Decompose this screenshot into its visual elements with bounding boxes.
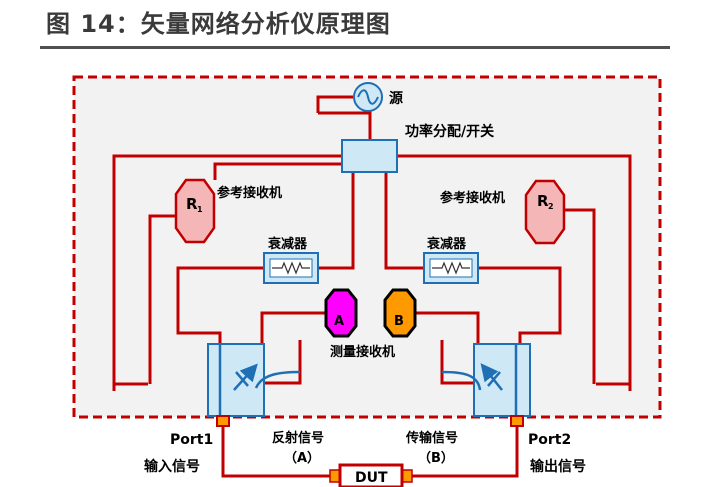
reference-receiver-r1-icon bbox=[174, 178, 216, 244]
reference-receiver-r1: R 1 参考接收机 bbox=[174, 178, 282, 244]
dut-block bbox=[338, 463, 404, 487]
reference-receiver-left-label: 参考接收机 bbox=[217, 185, 282, 201]
signal-wiring bbox=[112, 95, 632, 478]
resistor-icon bbox=[272, 261, 310, 275]
title-rule bbox=[40, 46, 670, 49]
source: 源 bbox=[353, 82, 403, 112]
coupler-port1 bbox=[207, 343, 301, 417]
input-signal-label: 输入信号 bbox=[144, 458, 200, 475]
dut: DUT bbox=[329, 463, 413, 487]
resistor-icon bbox=[432, 261, 470, 275]
r2-label: R bbox=[537, 192, 549, 210]
measurement-receiver-label: 测量接收机 bbox=[330, 344, 395, 360]
power-splitter-label: 功率分配/开关 bbox=[405, 123, 494, 140]
port2-label: Port2 bbox=[528, 432, 571, 448]
port1-label: Port1 bbox=[170, 432, 213, 448]
measurement-receiver-a-icon bbox=[324, 288, 358, 338]
port1-connector bbox=[216, 415, 230, 427]
coupler-port2-block bbox=[473, 343, 531, 417]
coupler-port1-block bbox=[207, 343, 265, 417]
source-label: 源 bbox=[389, 90, 403, 107]
port2-connector bbox=[510, 415, 524, 427]
figure-title: 图 14：矢量网络分析仪原理图 bbox=[46, 10, 391, 38]
dut-label: DUT bbox=[355, 470, 388, 486]
attenuator-left: 衰减器 bbox=[263, 236, 319, 284]
measurement-receiver-a: A bbox=[324, 288, 358, 338]
receiver-b-label: B bbox=[394, 314, 404, 329]
r2-subscript: 2 bbox=[548, 202, 554, 211]
sine-wave-icon bbox=[357, 89, 379, 105]
reference-receiver-r2-icon bbox=[524, 179, 566, 245]
reference-receiver-r2: R 2 参考接收机 bbox=[440, 179, 566, 245]
instrument-panel bbox=[72, 75, 662, 419]
attenuator-right: 衰减器 bbox=[423, 236, 479, 284]
receiver-a-label: A bbox=[334, 314, 344, 329]
transmitted-signal-label: 传输信号 bbox=[405, 430, 458, 446]
coupler-port2 bbox=[441, 343, 531, 417]
r1-label: R bbox=[186, 195, 198, 213]
reflected-signal-label: 反射信号 bbox=[272, 430, 324, 446]
r1-subscript: 1 bbox=[197, 205, 203, 214]
measurement-receiver-b-icon bbox=[383, 288, 417, 338]
reflected-signal-tag: （A） bbox=[284, 450, 320, 466]
power-splitter: 功率分配/开关 bbox=[341, 123, 494, 173]
output-signal-label: 输出信号 bbox=[530, 458, 586, 475]
measurement-receiver-b: B bbox=[383, 288, 417, 338]
attenuator-left-label: 衰减器 bbox=[267, 236, 308, 252]
reference-receiver-right-label: 参考接收机 bbox=[440, 190, 505, 206]
power-splitter-block bbox=[341, 139, 398, 173]
attenuator-right-label: 衰减器 bbox=[426, 236, 467, 252]
transmitted-signal-tag: （B） bbox=[418, 450, 454, 466]
